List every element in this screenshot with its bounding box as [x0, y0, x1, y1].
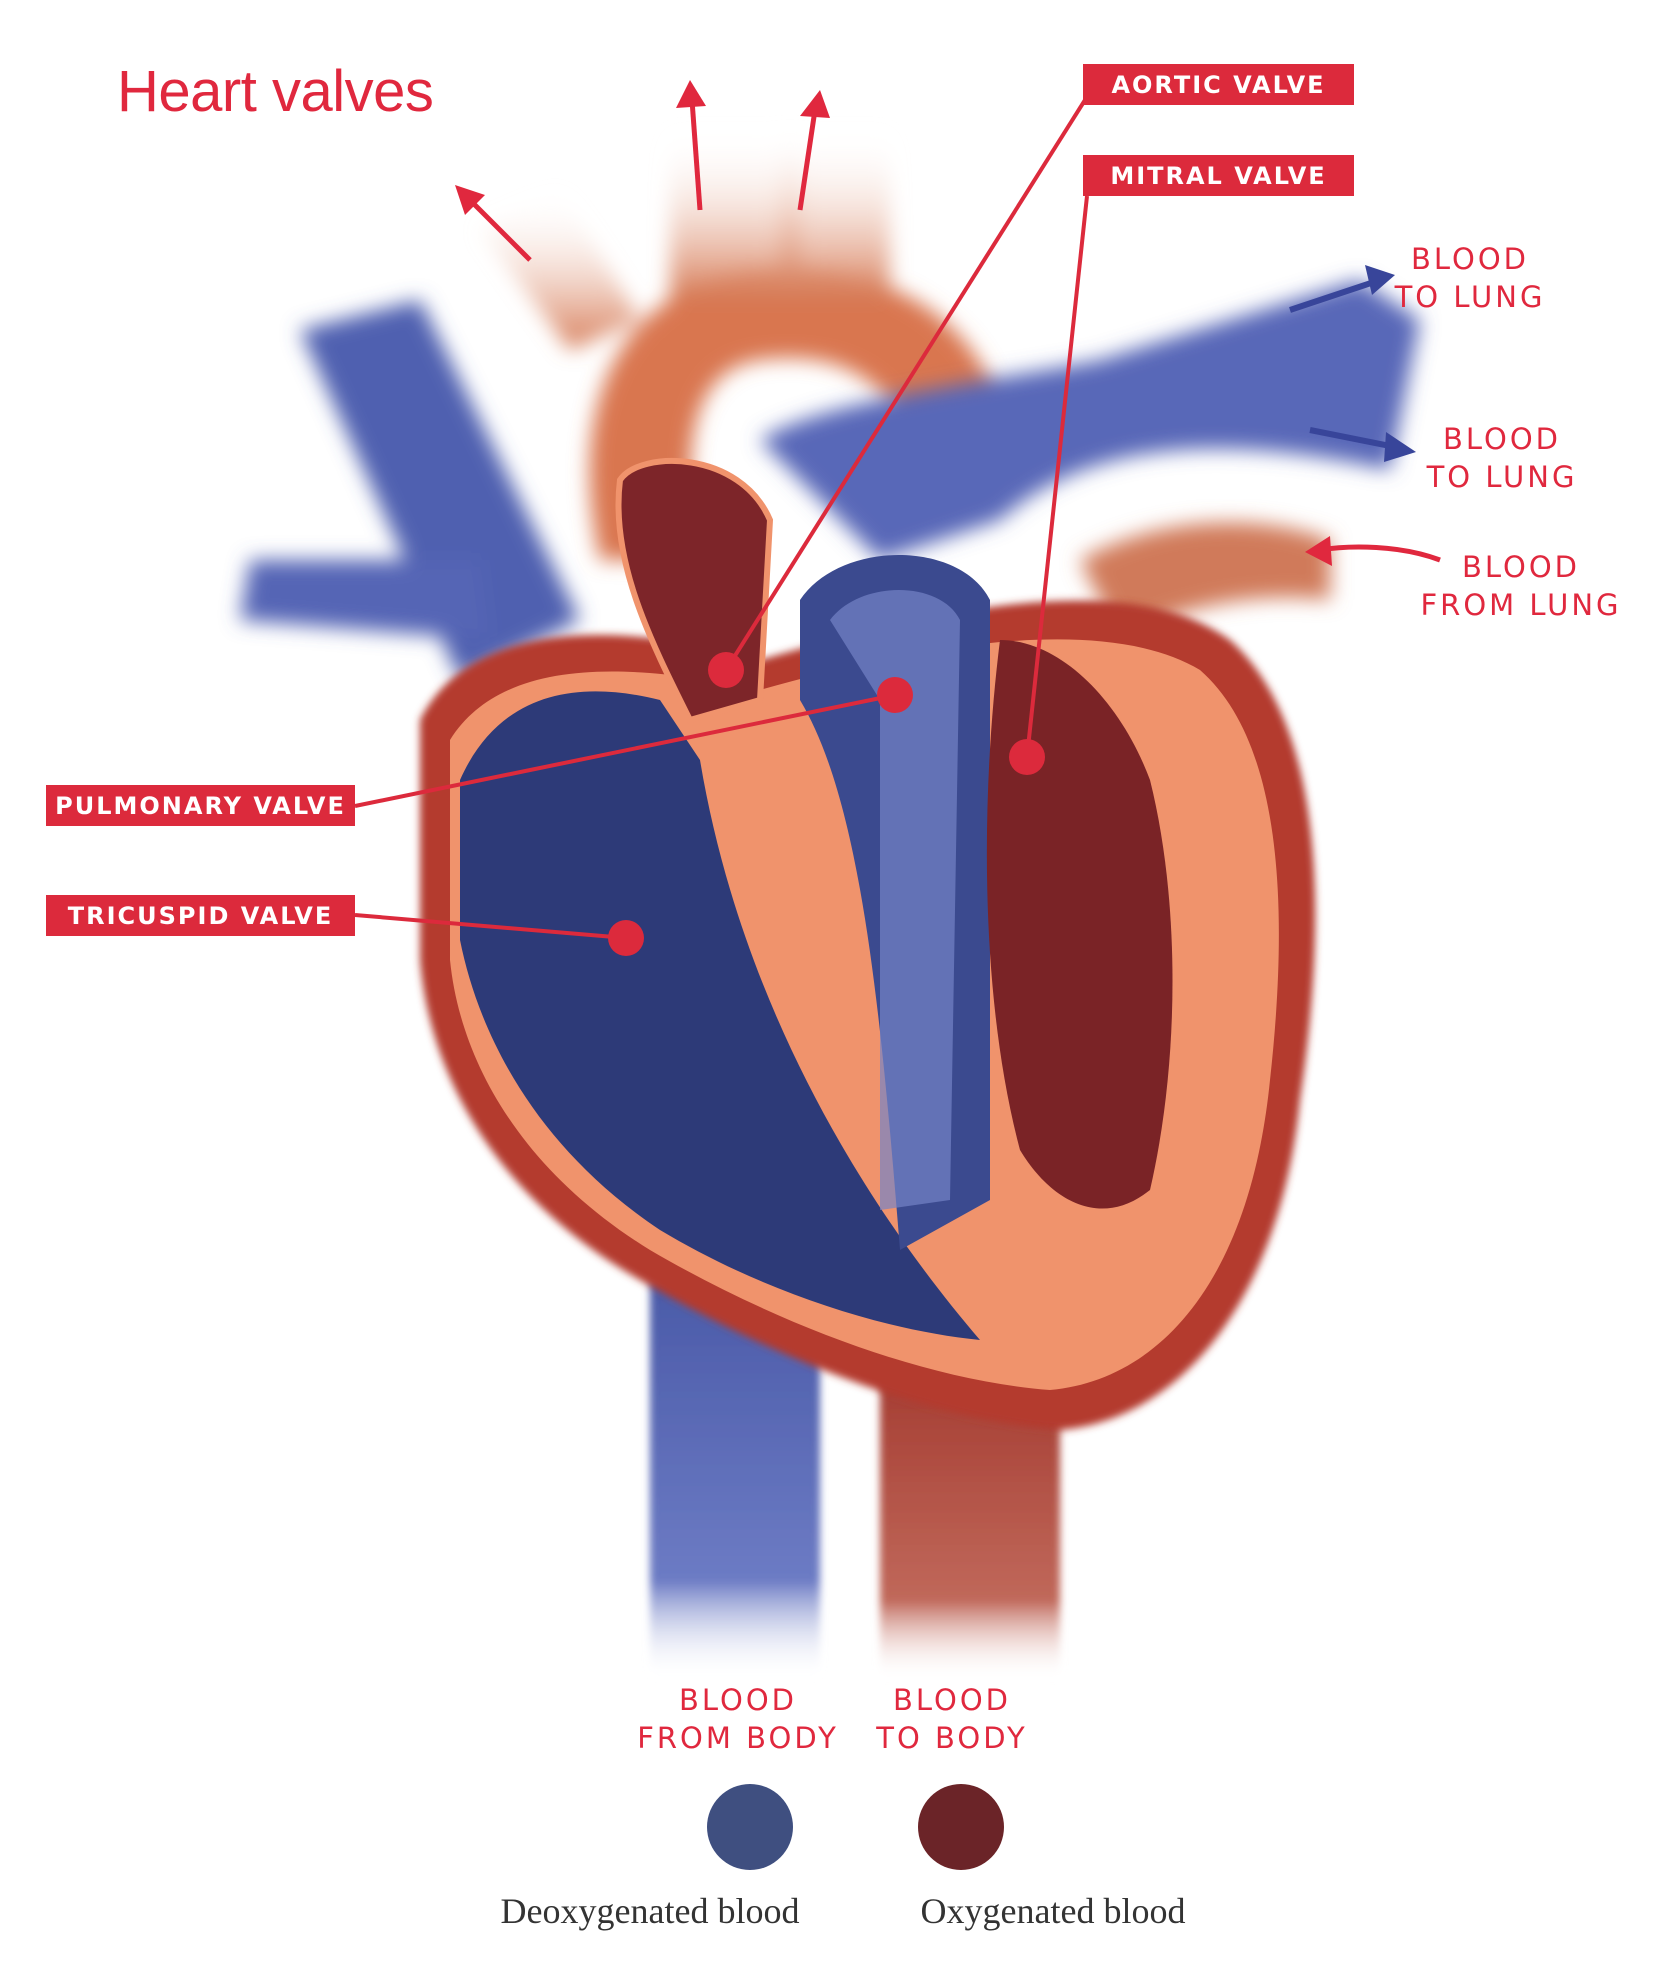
deoxygenated-swatch — [707, 1784, 793, 1870]
legend-deoxygenated-label: Deoxygenated blood — [500, 1891, 800, 1931]
mitral-valve-marker — [1009, 739, 1045, 775]
superior-vena-cava — [240, 300, 580, 680]
valve-markers — [608, 652, 1045, 956]
legend-oxygenated-label: Oxygenated blood — [920, 1891, 1186, 1931]
aortic-arch — [480, 130, 1010, 560]
page-title: Heart valves — [117, 59, 434, 124]
flow-arrows — [455, 80, 1441, 566]
tricuspid-valve-label: TRICUSPID VALVE — [46, 895, 355, 936]
pulmonary-valve-marker — [877, 677, 913, 713]
aortic-valve-label: AORTIC VALVE — [1083, 64, 1354, 105]
heart-body — [420, 457, 1316, 1430]
pulmonary-artery — [760, 280, 1420, 560]
pulmonary-valve-label: PULMONARY VALVE — [46, 785, 355, 826]
tricuspid-valve-marker — [608, 920, 644, 956]
aortic-valve-marker — [708, 652, 744, 688]
oxygenated-swatch — [918, 1784, 1004, 1870]
leader-lines — [354, 98, 1089, 940]
mitral-valve-label: MITRAL VALVE — [1083, 155, 1354, 196]
